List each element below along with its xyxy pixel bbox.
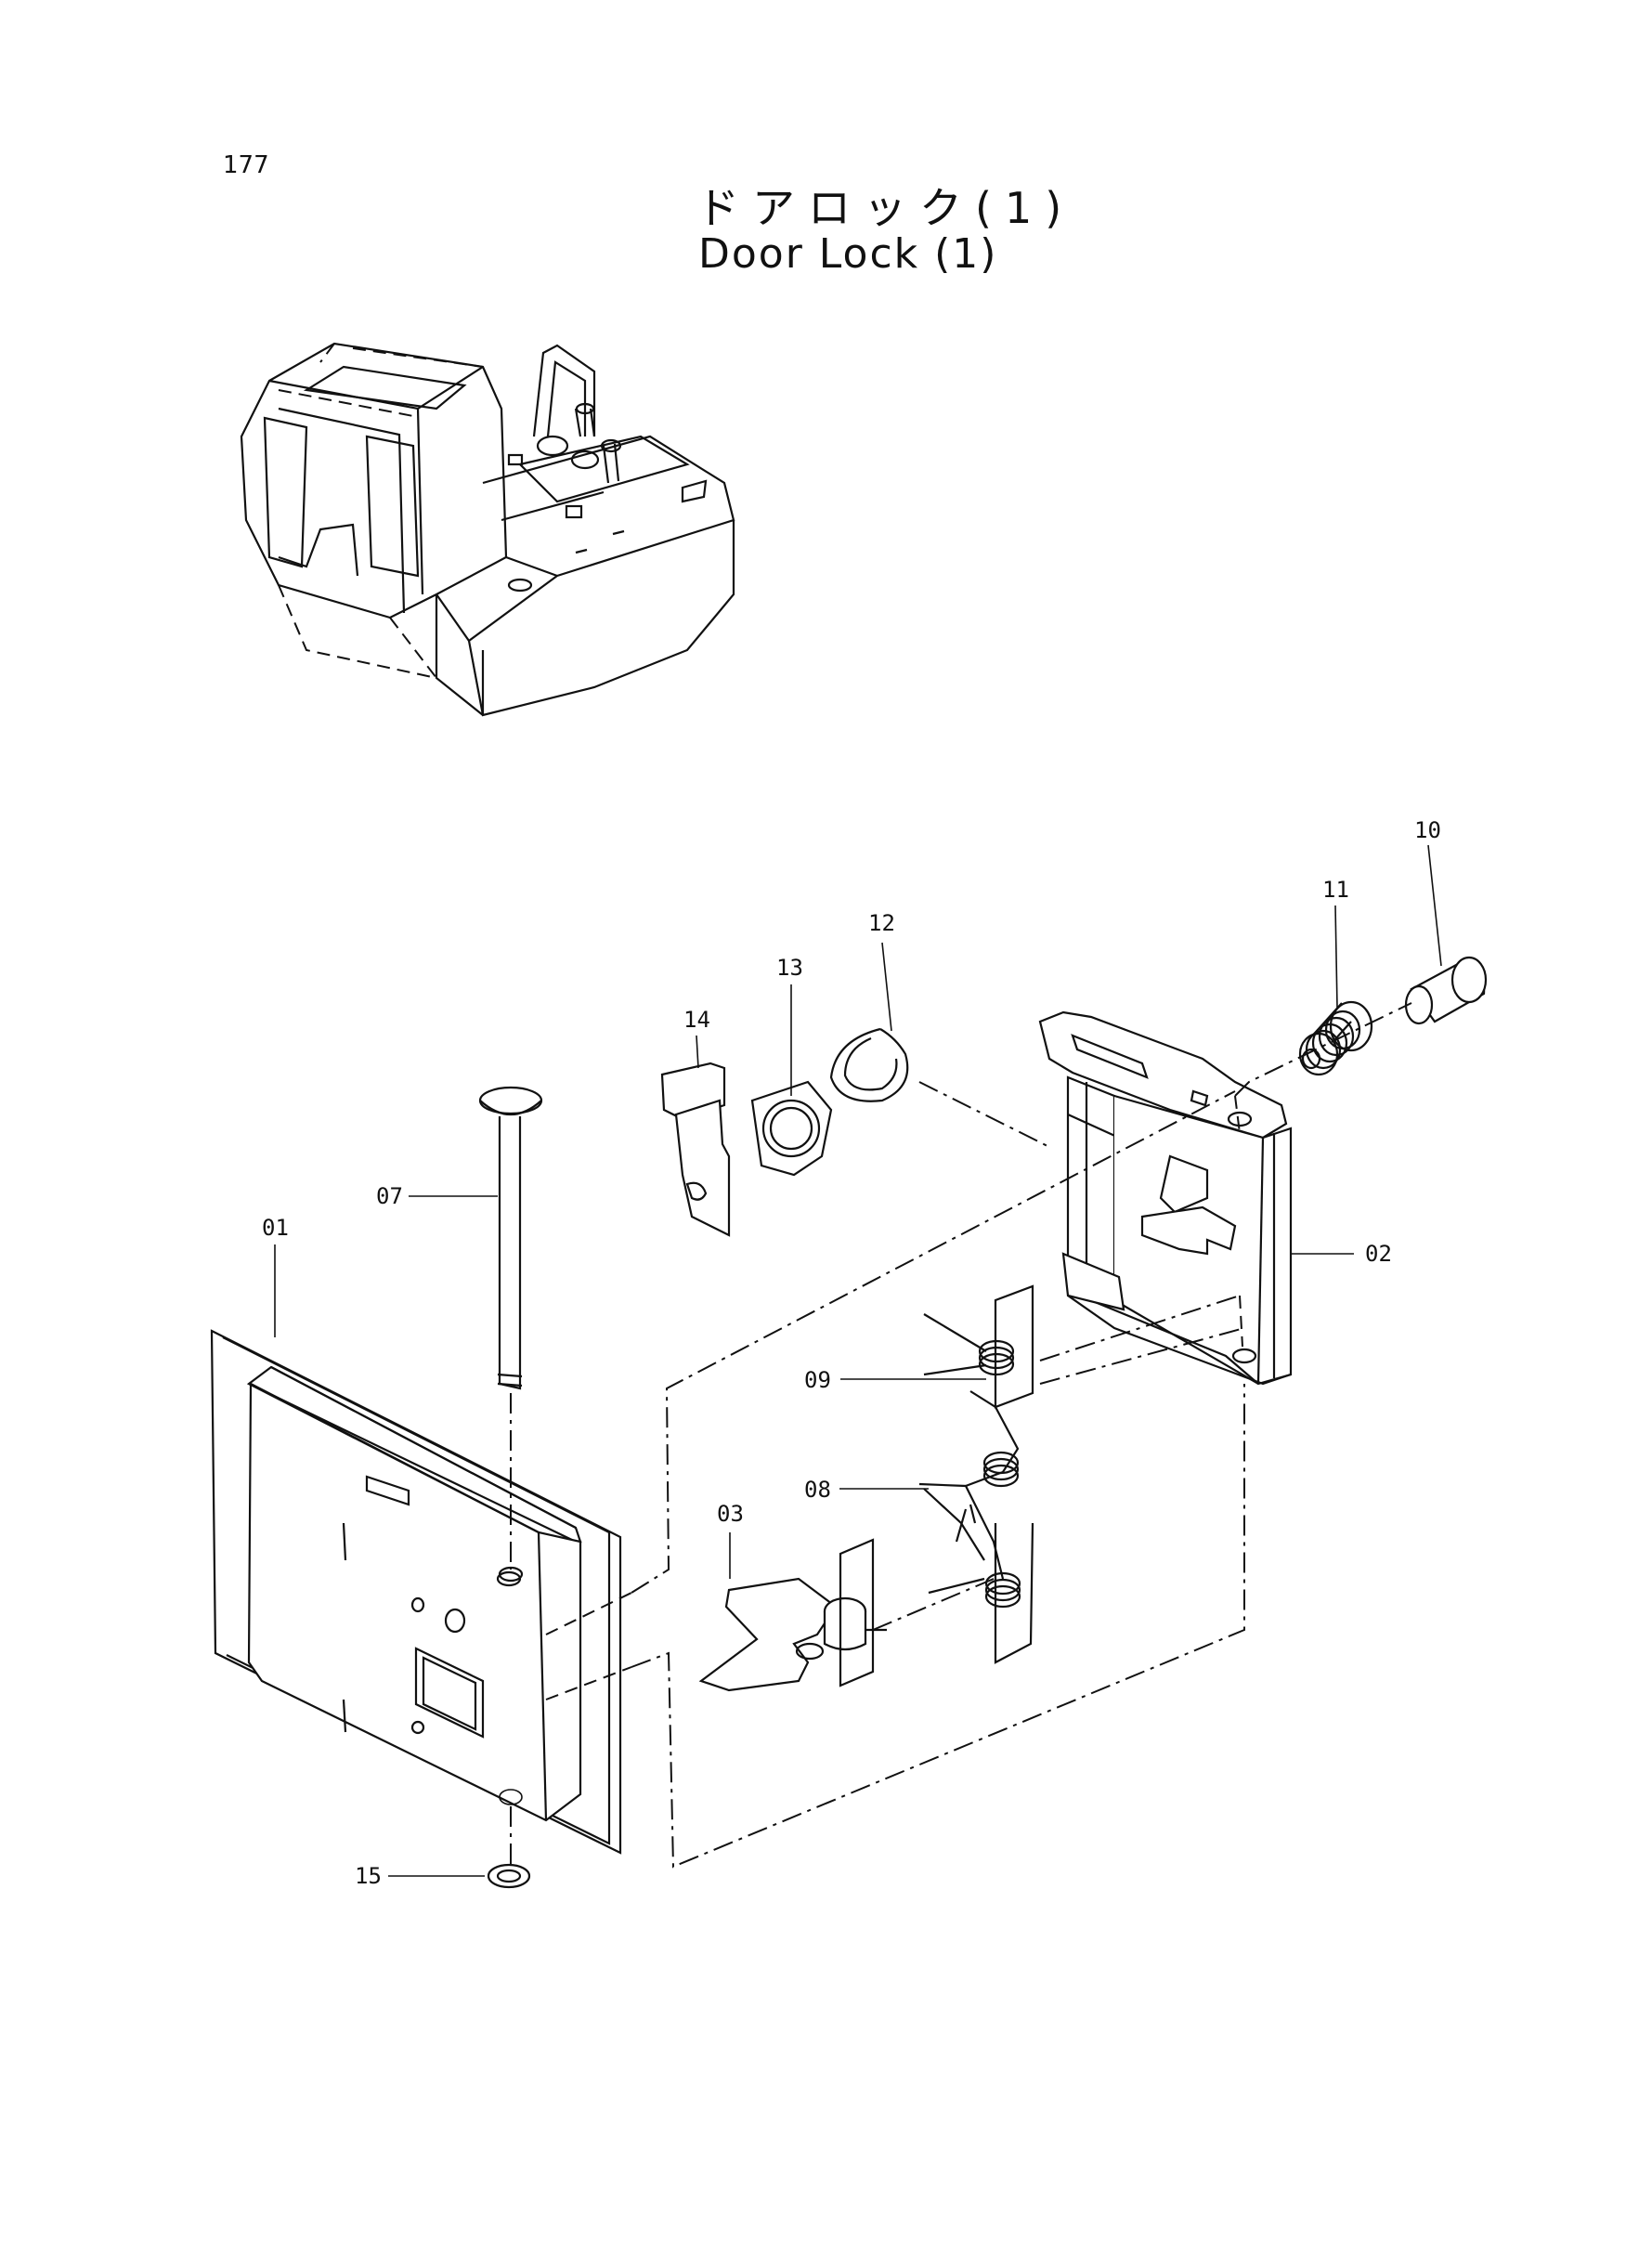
part-02-bracket	[1038, 1010, 1293, 1386]
part-07-pin	[478, 1086, 543, 1583]
assembly-guide-lines	[631, 1002, 1412, 1869]
part-08-spring	[918, 1390, 1034, 1664]
callout-12: 12	[868, 910, 895, 936]
part-03-latch	[698, 1538, 887, 1692]
callout-07: 07	[376, 1183, 403, 1209]
callout-10: 10	[1414, 817, 1441, 843]
part-14-plate	[660, 1062, 731, 1237]
callout-02: 02	[1365, 1241, 1392, 1267]
callout-11: 11	[1322, 877, 1349, 903]
part-09-spring	[923, 1284, 1034, 1409]
callout-09: 09	[804, 1367, 831, 1393]
callout-15: 15	[355, 1863, 382, 1889]
leader-lines	[274, 844, 1442, 1877]
part-15-e-ring	[487, 1806, 531, 1889]
page-title-english: Door Lock (1)	[698, 230, 998, 278]
part-12-snap-ring	[829, 1027, 909, 1102]
callout-03: 03	[717, 1501, 744, 1527]
part-13-nut	[750, 1080, 833, 1177]
callout-01: 01	[262, 1215, 289, 1241]
part-01-lock-housing	[210, 1329, 632, 1855]
page-title-japanese: ドアロック(1)	[696, 183, 1075, 233]
callout-14: 14	[683, 1007, 710, 1033]
callout-13: 13	[776, 955, 803, 981]
part-10-plug	[1404, 956, 1488, 1025]
excavator-overview-illustration	[240, 342, 735, 717]
callout-08: 08	[804, 1477, 831, 1503]
part-11-threaded-bushing	[1298, 1000, 1373, 1076]
page-number: 177	[223, 151, 269, 179]
